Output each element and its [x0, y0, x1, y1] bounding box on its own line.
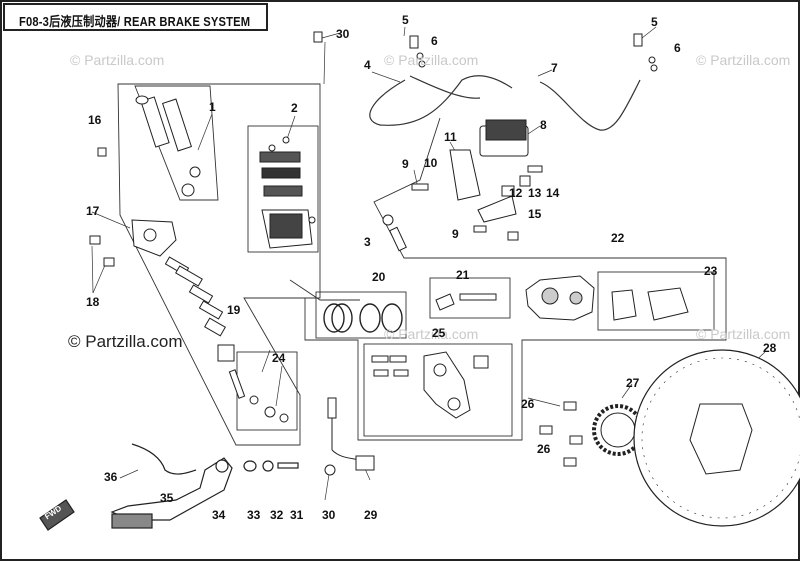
callout-33: 33 — [247, 508, 261, 522]
callout-26: 26 — [521, 397, 535, 411]
callout-13: 13 — [528, 186, 542, 200]
caliper-bracket — [371, 351, 489, 419]
speed-sensor — [324, 397, 375, 476]
watermark: © Partzilla.com — [70, 52, 165, 68]
callout-1: 1 — [209, 100, 216, 114]
title-box: F08-3后液压制动器/ REAR BRAKE SYSTEM — [3, 3, 268, 31]
callout-29: 29 — [364, 508, 378, 522]
callout-17: 17 — [86, 204, 100, 218]
reservoir-hose-outline — [134, 85, 219, 201]
callout-35: 35 — [160, 491, 174, 505]
hose-6 — [409, 75, 481, 99]
master-cylinder — [131, 95, 289, 423]
hose-4 — [369, 75, 513, 126]
callout-24: 24 — [272, 351, 286, 365]
callout-22: 22 — [611, 231, 625, 245]
caliper-top — [382, 119, 529, 252]
callout-5: 5 — [402, 13, 409, 27]
callout-25: 25 — [432, 326, 446, 340]
page-title: F08-3后液压制动器/ REAR BRAKE SYSTEM — [19, 14, 251, 29]
callout-30b: 30 — [322, 508, 336, 522]
callout-9: 9 — [402, 157, 409, 171]
bolts — [89, 31, 658, 267]
callout-11: 11 — [444, 130, 457, 144]
watermark-large: © Partzilla.com — [68, 332, 183, 351]
group-outlines — [117, 83, 727, 446]
caliper-pins — [435, 293, 497, 311]
leader-19 — [289, 279, 360, 301]
watermark: © Partzilla.com — [696, 52, 791, 68]
callout-30: 30 — [336, 27, 350, 41]
callout-9b: 9 — [452, 227, 459, 241]
brake-pads-outline — [597, 271, 715, 331]
caliper-outline — [304, 117, 727, 441]
callout-36: 36 — [104, 470, 118, 484]
callout-7: 7 — [551, 61, 558, 75]
callout-15: 15 — [528, 207, 542, 221]
callout-10: 10 — [424, 156, 438, 170]
callout-8: 8 — [540, 118, 547, 132]
rear-caliper — [525, 275, 689, 321]
callout-26b: 26 — [537, 442, 551, 456]
pin-outline — [429, 277, 511, 319]
watermark: © Partzilla.com — [384, 326, 479, 342]
callout-34: 34 — [212, 508, 226, 522]
callout-32: 32 — [270, 508, 284, 522]
brake-hoses — [369, 75, 641, 131]
watermark: © Partzilla.com — [696, 326, 791, 342]
piston-seals — [323, 303, 403, 333]
master-cylinder-outline — [117, 83, 321, 446]
callout-18: 18 — [86, 295, 100, 309]
callout-23: 23 — [704, 264, 718, 278]
callout-12: 12 — [509, 186, 523, 200]
watermark: © Partzilla.com — [384, 52, 479, 68]
reservoir — [259, 136, 316, 249]
callout-21: 21 — [456, 268, 470, 282]
rotor-assembly — [539, 349, 800, 527]
callout-6: 6 — [431, 34, 438, 48]
hose-7 — [539, 79, 641, 131]
callout-3: 3 — [364, 235, 371, 249]
callout-6b: 6 — [674, 41, 681, 55]
callout-5b: 5 — [651, 15, 658, 29]
callout-14: 14 — [546, 186, 560, 200]
callout-2: 2 — [291, 101, 298, 115]
callout-28: 28 — [763, 341, 777, 355]
callout-16: 16 — [88, 113, 102, 127]
piston-seal-outline — [315, 291, 407, 339]
bracket-outline — [363, 343, 513, 437]
callout-31: 31 — [290, 508, 304, 522]
reservoir-cap-outline — [247, 125, 319, 253]
callout-19: 19 — [227, 303, 241, 317]
brake-pedal — [39, 443, 299, 531]
callout-20: 20 — [372, 270, 386, 284]
callout-27: 27 — [626, 376, 640, 390]
callout-4: 4 — [364, 58, 371, 72]
